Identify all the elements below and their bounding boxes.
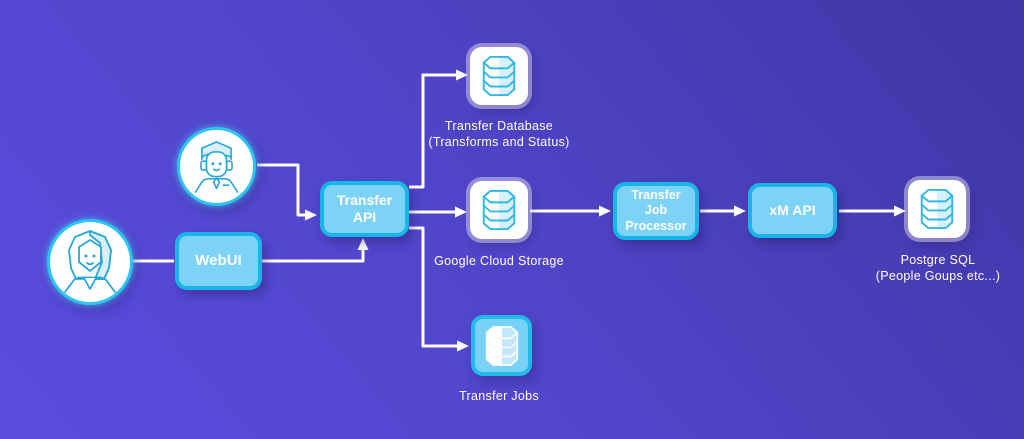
- transfer-jobs-label: Transfer Jobs: [459, 389, 539, 403]
- male-user-icon: [194, 141, 239, 193]
- female-user-avatar: [47, 219, 133, 305]
- transfer-api-label: Transfer API: [336, 191, 393, 226]
- male-user-avatar: [177, 127, 256, 206]
- database-icon: [485, 325, 518, 366]
- node-transfer-job-processor: Transfer Job Processor: [613, 182, 699, 240]
- node-webui: WebUI: [175, 232, 262, 290]
- node-transfer-api: Transfer API: [320, 181, 409, 237]
- database-icon: [920, 188, 954, 230]
- node-xm-api: xM API: [748, 183, 837, 238]
- transfer-job-processor-label: Transfer Job Processor: [625, 187, 687, 233]
- female-user-icon: [64, 230, 116, 293]
- database-icon: [482, 55, 516, 97]
- node-postgre-sql: [908, 180, 966, 238]
- connector-webui-to-transfer-api: [262, 238, 369, 263]
- webui-label: WebUI: [195, 251, 242, 269]
- database-icon: [482, 189, 516, 231]
- node-transfer-jobs: [471, 315, 532, 376]
- postgre-sql-label: Postgre SQL (People Goups etc...): [875, 253, 1001, 283]
- node-google-cloud-storage: [470, 181, 528, 239]
- xm-api-label: xM API: [769, 201, 816, 218]
- transfer-database-label: Transfer Database (Transforms and Status…: [428, 119, 570, 149]
- connector-male-user-to-transfer-api: [257, 163, 317, 221]
- google-cloud-storage-label: Google Cloud Storage: [434, 254, 564, 268]
- node-transfer-database: [470, 47, 528, 105]
- connector-transfer-api-to-transfer-jobs: [409, 226, 469, 352]
